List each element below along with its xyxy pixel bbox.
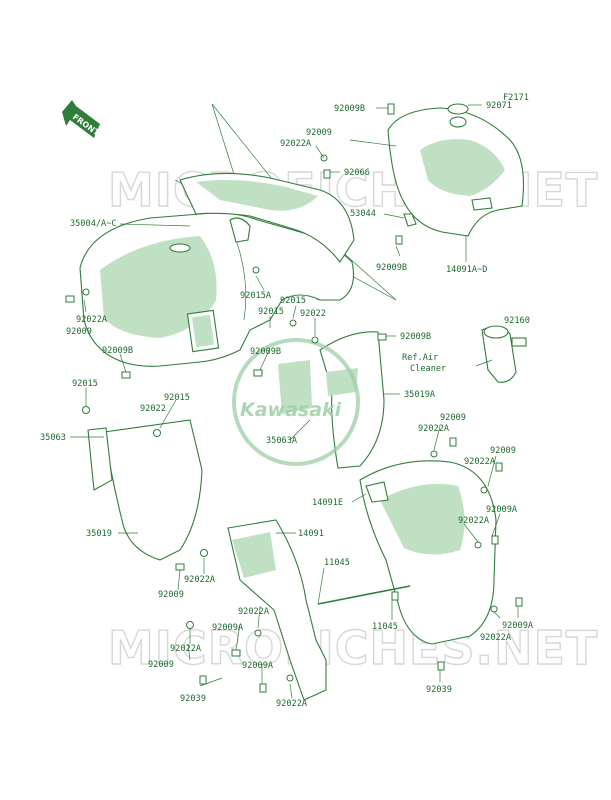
label-35019: 35019 [86,529,112,539]
label-92009-c: 92009 [440,413,466,423]
rear-inner-panel [227,519,327,701]
label-92009A-c: 92009A [502,621,534,631]
label-92009-b: 92009 [66,327,92,337]
label-ref-air: Ref.Air [402,353,438,363]
air-cleaner-duct [481,325,527,383]
label-92009-e: 92009 [158,590,184,600]
label-92022A-d: 92022A [464,457,496,467]
label-92009B-b: 92009B [376,263,407,273]
label-92022A-c: 92022A [418,424,450,434]
label-92022A-a: 92022A [280,139,312,149]
label-92009-d: 92009 [490,446,516,456]
label-35063: 35063 [40,433,66,443]
label-14091A: 14091A~D [446,265,487,275]
label-92022A-i: 92022A [170,644,202,654]
label-92071: 92071 [486,101,512,111]
label-92009B-c: 92009B [400,332,431,342]
label-92022A-g: 92022A [238,607,270,617]
label-92022A-h: 92022A [480,633,512,643]
label-92009B-e: 92009B [250,347,281,357]
label-92015-a: 92015 [280,296,306,306]
label-14091: 14091 [298,529,324,539]
label-11045-a: 11045 [324,558,350,568]
label-92009B-top: 92009B [334,104,365,114]
figure-code: F2171 [503,93,529,103]
label-92009-a: 92009 [306,128,332,138]
label-92015-c: 92015 [72,379,98,389]
label-92009A-b: 92009A [212,623,244,633]
label-11045-b: 11045 [372,622,398,632]
label-92015-b: 92015 [258,307,284,317]
leader-lines [70,104,519,699]
label-92160: 92160 [504,316,530,326]
label-92009-f: 92009 [148,660,174,670]
label-92066: 92066 [344,168,370,178]
label-92022-a: 92022 [300,309,326,319]
label-35019A: 35019A [404,390,436,400]
fasteners [65,103,523,693]
label-92039-b: 92039 [180,694,206,704]
label-14091E: 14091E [312,498,343,508]
front-arrow-icon: FRONT [62,100,101,138]
front-fender [79,172,355,367]
kawasaki-logo: Kawasaki [232,338,360,466]
label-35063A: 35063A [266,436,298,446]
part-labels: 92009B 92071 92009 92022A 92066 53044 35… [40,101,534,709]
label-92015A: 92015A [240,291,272,301]
rear-fender [359,460,497,645]
front-mudguard-right [319,331,385,469]
label-35004: 35004/A~C [70,219,117,229]
fuel-tank-cover [387,103,525,237]
label-53044: 53044 [350,209,376,219]
label-92022-b: 92022 [140,404,166,414]
label-92022A-f: 92022A [184,575,216,585]
label-92009B-d: 92009B [102,346,133,356]
label-92009A-a: 92009A [486,505,518,515]
label-92022A-e: 92022A [458,516,490,526]
kawasaki-logo-text: Kawasaki [240,399,342,421]
label-92022A-j: 92022A [276,699,308,709]
front-mudguard-left [87,360,312,561]
label-92009A-d: 92009A [242,661,274,671]
label-ref-cleaner: Cleaner [410,364,446,374]
label-92015-d: 92015 [164,393,190,403]
watermark-bottom: MICROFICHES.NET [108,621,598,675]
label-92039-a: 92039 [426,685,452,695]
label-92022A-b: 92022A [76,315,108,325]
